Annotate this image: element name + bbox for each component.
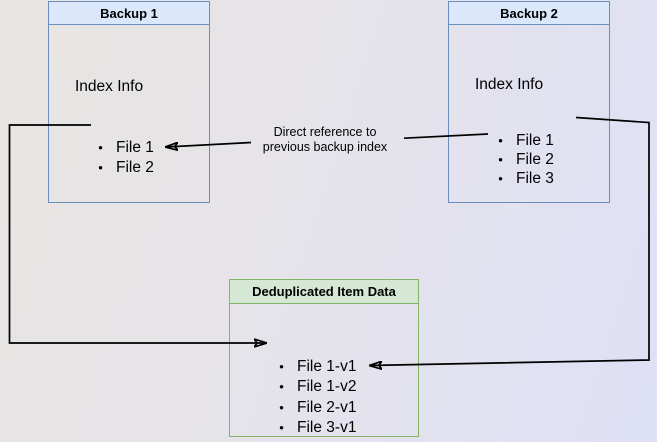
bullet-icon: • bbox=[498, 171, 503, 186]
backup2-file-2: File 2 bbox=[516, 151, 554, 168]
bullet-icon: • bbox=[279, 419, 284, 435]
list-item: • File 3-v1 bbox=[276, 418, 356, 438]
dedup-item-1: File 1-v1 bbox=[297, 358, 357, 375]
backup1-box: Backup 1 Index Info • File 1 • File 2 bbox=[48, 1, 210, 203]
list-item: • File 1 bbox=[95, 138, 154, 158]
dedup-item-2: File 1-v2 bbox=[297, 378, 357, 396]
dedup-item-3: File 2-v1 bbox=[297, 398, 357, 416]
backup2-file-1: File 1 bbox=[516, 132, 554, 149]
dedup-title: Deduplicated Item Data bbox=[252, 284, 396, 299]
list-item: • File 3 bbox=[495, 169, 554, 188]
dedup-header: Deduplicated Item Data bbox=[230, 280, 418, 304]
bullet-icon: • bbox=[98, 160, 103, 175]
direct-reference-label-line1: Direct reference to bbox=[273, 125, 377, 139]
backup2-header: Backup 2 bbox=[449, 2, 609, 25]
bullet-icon: • bbox=[98, 140, 103, 155]
backup1-file-2: File 2 bbox=[116, 159, 154, 176]
backup2-file-list: • File 1 • File 2 • File 3 bbox=[495, 131, 554, 188]
backup1-header: Backup 1 bbox=[49, 2, 209, 25]
backup2-box: Backup 2 Index Info • File 1 • File 2 • Fil… bbox=[448, 1, 610, 203]
backup1-file-list: • File 1 • File 2 bbox=[95, 138, 154, 178]
backup2-file-3: File 3 bbox=[516, 170, 554, 187]
bullet-icon: • bbox=[279, 399, 284, 415]
dedup-item-list: • File 1-v1 • File 1-v2 • File 2-v1 • File 3… bbox=[276, 357, 356, 438]
backup1-title: Backup 1 bbox=[100, 5, 158, 21]
dedup-item-4: File 3-v1 bbox=[297, 418, 357, 436]
backup2-title: Backup 2 bbox=[500, 5, 558, 21]
list-item: • File 1-v2 bbox=[276, 377, 356, 397]
list-item: • File 1 bbox=[495, 131, 554, 150]
backup1-index-info-label: Index Info bbox=[75, 78, 144, 95]
backup1-file-1: File 1 bbox=[116, 139, 154, 156]
bullet-icon: • bbox=[279, 379, 284, 395]
bullet-icon: • bbox=[498, 152, 503, 167]
bullet-icon: • bbox=[279, 359, 284, 374]
direct-reference-label: Direct reference to previous backup inde… bbox=[235, 125, 415, 155]
list-item: • File 2 bbox=[495, 150, 554, 169]
bullet-icon: • bbox=[498, 133, 503, 148]
list-item: • File 2-v1 bbox=[276, 398, 356, 418]
deduplicated-item-data-box: Deduplicated Item Data • File 1-v1 • File … bbox=[229, 279, 419, 437]
list-item: • File 1-v1 bbox=[276, 357, 356, 377]
list-item: • File 2 bbox=[95, 158, 154, 178]
backup2-index-info-label: Index Info bbox=[475, 76, 544, 93]
direct-reference-label-line2: previous backup index bbox=[262, 140, 388, 154]
